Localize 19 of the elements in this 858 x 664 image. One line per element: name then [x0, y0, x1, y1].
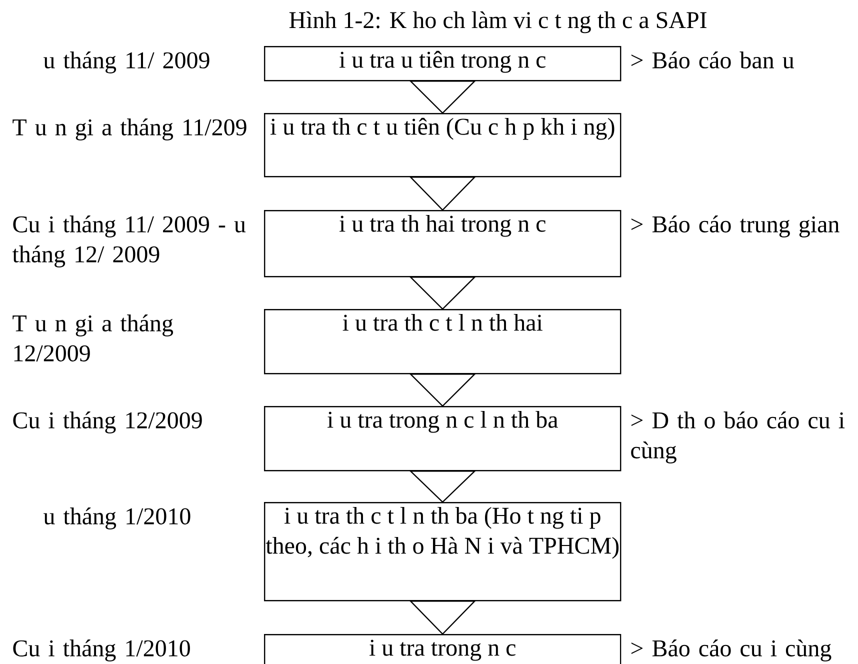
report-note: > Báo cáo trung gian: [631, 216, 840, 238]
date-label: u tháng 11/ 2009: [44, 52, 210, 74]
step-box: i u tra th c t l n th ba (Ho t ng ti p theo, các h i th o Hà N i và TPHCM): [264, 502, 622, 602]
report-note: > Báo cáo ban u: [631, 52, 794, 68]
step-box: i u tra trong n c l n th ba: [264, 406, 622, 472]
step-box: i u tra th hai trong n c: [264, 210, 622, 278]
date-label: Cu i tháng 1/2010: [13, 640, 190, 662]
step-box: i u tra u tiên trong n c: [264, 46, 622, 82]
date-label: Cu i tháng 12/2009: [13, 412, 202, 434]
report-note: > Báo cáo cu i cùng: [631, 640, 832, 662]
step-box: i u tra trong n c: [264, 634, 622, 664]
date-label: u tháng 1/2010: [44, 508, 190, 530]
step-box: i u tra th c t l n th hai: [264, 309, 622, 374]
figure-title: Hình 1-2: K ho ch làm vi c t ng th c a SAPI: [289, 11, 706, 34]
report-note: > D th o báo cáo cu i cùng: [631, 412, 845, 464]
date-label: T u n gi a tháng 11/209: [12, 118, 246, 140]
date-label: Cu i tháng 11/ 2009 - u tháng 12/ 2009: [12, 216, 246, 268]
step-box: i u tra th c t u tiên (Cu c h p kh i ng): [264, 113, 622, 178]
date-label: T u n gi a tháng 12/2009: [12, 314, 174, 362]
